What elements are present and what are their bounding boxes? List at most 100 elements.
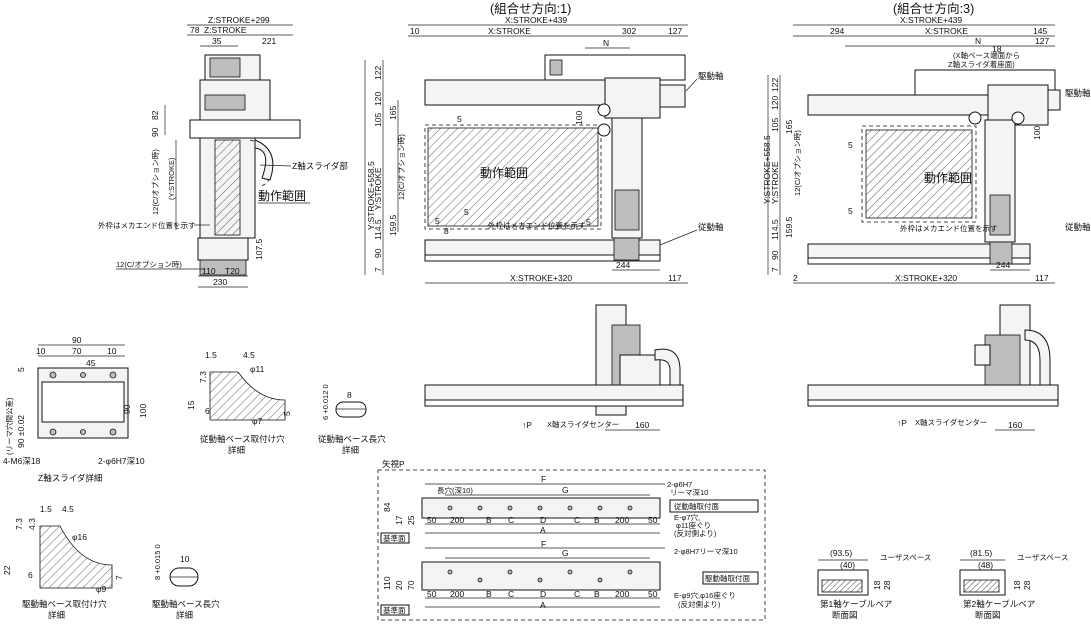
c1-drive-axis: 駆動軸 xyxy=(698,71,724,81)
c3-5a: 5 xyxy=(848,140,853,150)
view-p: 矢視P F G 長穴(深10) 84 17 25 2-φ6H7 リーマ深10 従… xyxy=(377,459,766,621)
cb1-title-b: 断面図 xyxy=(832,610,858,620)
c1-120: 120 xyxy=(373,92,383,106)
z-slider-part: Z軸スライダ部 xyxy=(292,161,348,171)
c3-18: 18 xyxy=(992,44,1002,54)
drs-title: 駆動軸ベース長穴 xyxy=(152,599,220,609)
c1-159-5: 159.5 xyxy=(388,214,398,236)
vp-e-phi7: E-φ7穴, xyxy=(674,512,700,522)
drh-6: 6 xyxy=(28,570,33,580)
zd-title: Z軸スライダ詳細 xyxy=(38,473,102,483)
dim-78: 78 xyxy=(190,25,200,35)
vp-110: 110 xyxy=(382,576,392,590)
zd-10a: 10 xyxy=(36,346,46,356)
combo1-section: ↑P X軸スライダセンター 160 xyxy=(424,304,684,431)
c3-y-total: Y:STROKE+558.5 xyxy=(762,135,772,204)
c3-x-total: X:STROKE+439 xyxy=(900,15,962,25)
cs-x-center: X軸スライダセンター xyxy=(547,419,619,429)
c-option-vert: 12(C/オプション時) xyxy=(151,149,160,215)
vp-Da: D xyxy=(540,515,546,525)
drh-22: 22 xyxy=(2,565,12,575)
combo1-title: (組合せ方向:1) xyxy=(490,1,571,16)
combo3-section: ↑P X軸スライダセンター 160 xyxy=(807,304,1059,431)
c1-5c: 5 xyxy=(464,207,469,217)
vp-17: 17 xyxy=(394,515,404,525)
combo3-view: X:STROKE+439 294 X:STROKE 145 N 127 18 (… xyxy=(762,15,1091,284)
vp-G2: G xyxy=(562,548,569,558)
c3-100: 100 xyxy=(1032,126,1042,140)
c3-2: 2 xyxy=(793,273,798,283)
vp-Ba: B xyxy=(486,515,492,525)
zd-90: 90 xyxy=(72,335,82,345)
dbh-4-5: 4.5 xyxy=(243,350,255,360)
c3-120: 120 xyxy=(770,96,780,110)
cb1-93-5: (93.5) xyxy=(830,548,852,558)
vp-drive-mount: 駆動軸取付面 xyxy=(705,573,750,583)
dbh-phi11: φ11 xyxy=(250,364,265,374)
c3-294: 294 xyxy=(830,26,844,36)
vp-title: 矢視P xyxy=(382,459,405,469)
drh-1-5: 1.5 xyxy=(40,504,52,514)
dbs-8: 8 xyxy=(347,390,352,400)
cb2-title-a: 第2軸ケーブルベア xyxy=(963,599,1035,609)
c1-5b: 5 xyxy=(435,216,440,226)
c1-114-5: 114.5 xyxy=(373,219,383,240)
c1-x-stroke: X:STROKE xyxy=(488,26,531,36)
cs-160: 160 xyxy=(635,420,649,430)
y-stroke-paren: (Y:STROKE) xyxy=(167,157,176,200)
c3-159-5: 159.5 xyxy=(784,216,794,238)
operating-range-side: 動作範囲 xyxy=(258,188,306,203)
c3-x-stroke: X:STROKE xyxy=(925,26,968,36)
zd-45: 45 xyxy=(86,358,96,368)
cs3-x-center: X軸スライダセンター xyxy=(915,417,987,427)
zd-ream-dim: 90 ±0.02 xyxy=(16,415,26,448)
vp-Bd: B xyxy=(594,589,600,599)
c3-5b: 5 xyxy=(848,206,853,216)
c1-driven-axis: 従動軸 xyxy=(698,222,724,232)
dim-z-stroke: Z:STROKE xyxy=(204,25,247,35)
drs-8tol: 8 +0.015 0 xyxy=(153,544,162,580)
c3-117: 117 xyxy=(1035,273,1049,283)
zd-m6: 4-M6深18 xyxy=(3,456,41,466)
c3-127: 127 xyxy=(1035,36,1049,46)
dbs-6tol: 6 +0.012 0 xyxy=(321,384,330,420)
c3-x-320: X:STROKE+320 xyxy=(895,273,957,283)
c1-117: 117 xyxy=(668,273,682,283)
c1-127: 127 xyxy=(668,26,682,36)
cb2-28: 28 xyxy=(1022,580,1032,590)
drive-base-hole-detail: 1.5 4.5 φ16 4.3 7.3 22 6 7 φ9 駆動軸ベース取付け穴… xyxy=(2,504,124,620)
vp-25: 25 xyxy=(406,515,416,525)
c3-drive-axis: 駆動軸 xyxy=(1065,88,1091,98)
vp-Cd: C xyxy=(574,589,580,599)
vp-Ca: C xyxy=(508,515,514,525)
dbs-detail: 詳細 xyxy=(342,445,359,455)
c3-105: 105 xyxy=(770,118,780,132)
dim-110: 110 xyxy=(202,266,216,276)
vp-ref1: 基準面 xyxy=(383,533,406,543)
cable-bear-2: (81.5) ユーザスペース (48) 18 28 第2軸ケーブルベア 断面図 xyxy=(959,548,1068,620)
vp-70: 70 xyxy=(406,580,416,590)
vp-ream-depth: リーマ深10 xyxy=(670,488,708,497)
c3-145: 145 xyxy=(1033,26,1047,36)
side-view: Z:STROKE+299 78 Z:STROKE 35 221 82 90 12… xyxy=(98,15,348,288)
vp-Bb: B xyxy=(594,515,600,525)
c1-outer-note: 外枠はメカエンド位置を示す xyxy=(488,220,586,230)
dim-230: 230 xyxy=(213,277,227,287)
cs3-160: 160 xyxy=(1008,420,1022,430)
drh-title: 駆動軸ベース取付け穴 xyxy=(22,599,107,609)
vp-F1: F xyxy=(541,474,546,484)
c3-165: 165 xyxy=(784,120,794,134)
c1-5a: 5 xyxy=(457,114,462,124)
c1-x-total: X:STROKE+439 xyxy=(505,15,567,25)
dim-35: 35 xyxy=(212,36,222,46)
vp-Bc: B xyxy=(486,589,492,599)
dbh-1-5: 1.5 xyxy=(205,350,217,360)
cb2-title-b: 断面図 xyxy=(975,610,1001,620)
cb2-user: ユーザスペース xyxy=(1017,553,1068,562)
zd-100: 100 xyxy=(138,404,148,418)
c1-x-320: X:STROKE+320 xyxy=(510,273,572,283)
vp-phi11: φ11座ぐり xyxy=(676,520,711,530)
c3-90: 90 xyxy=(770,250,780,260)
c3-122: 122 xyxy=(770,78,780,92)
